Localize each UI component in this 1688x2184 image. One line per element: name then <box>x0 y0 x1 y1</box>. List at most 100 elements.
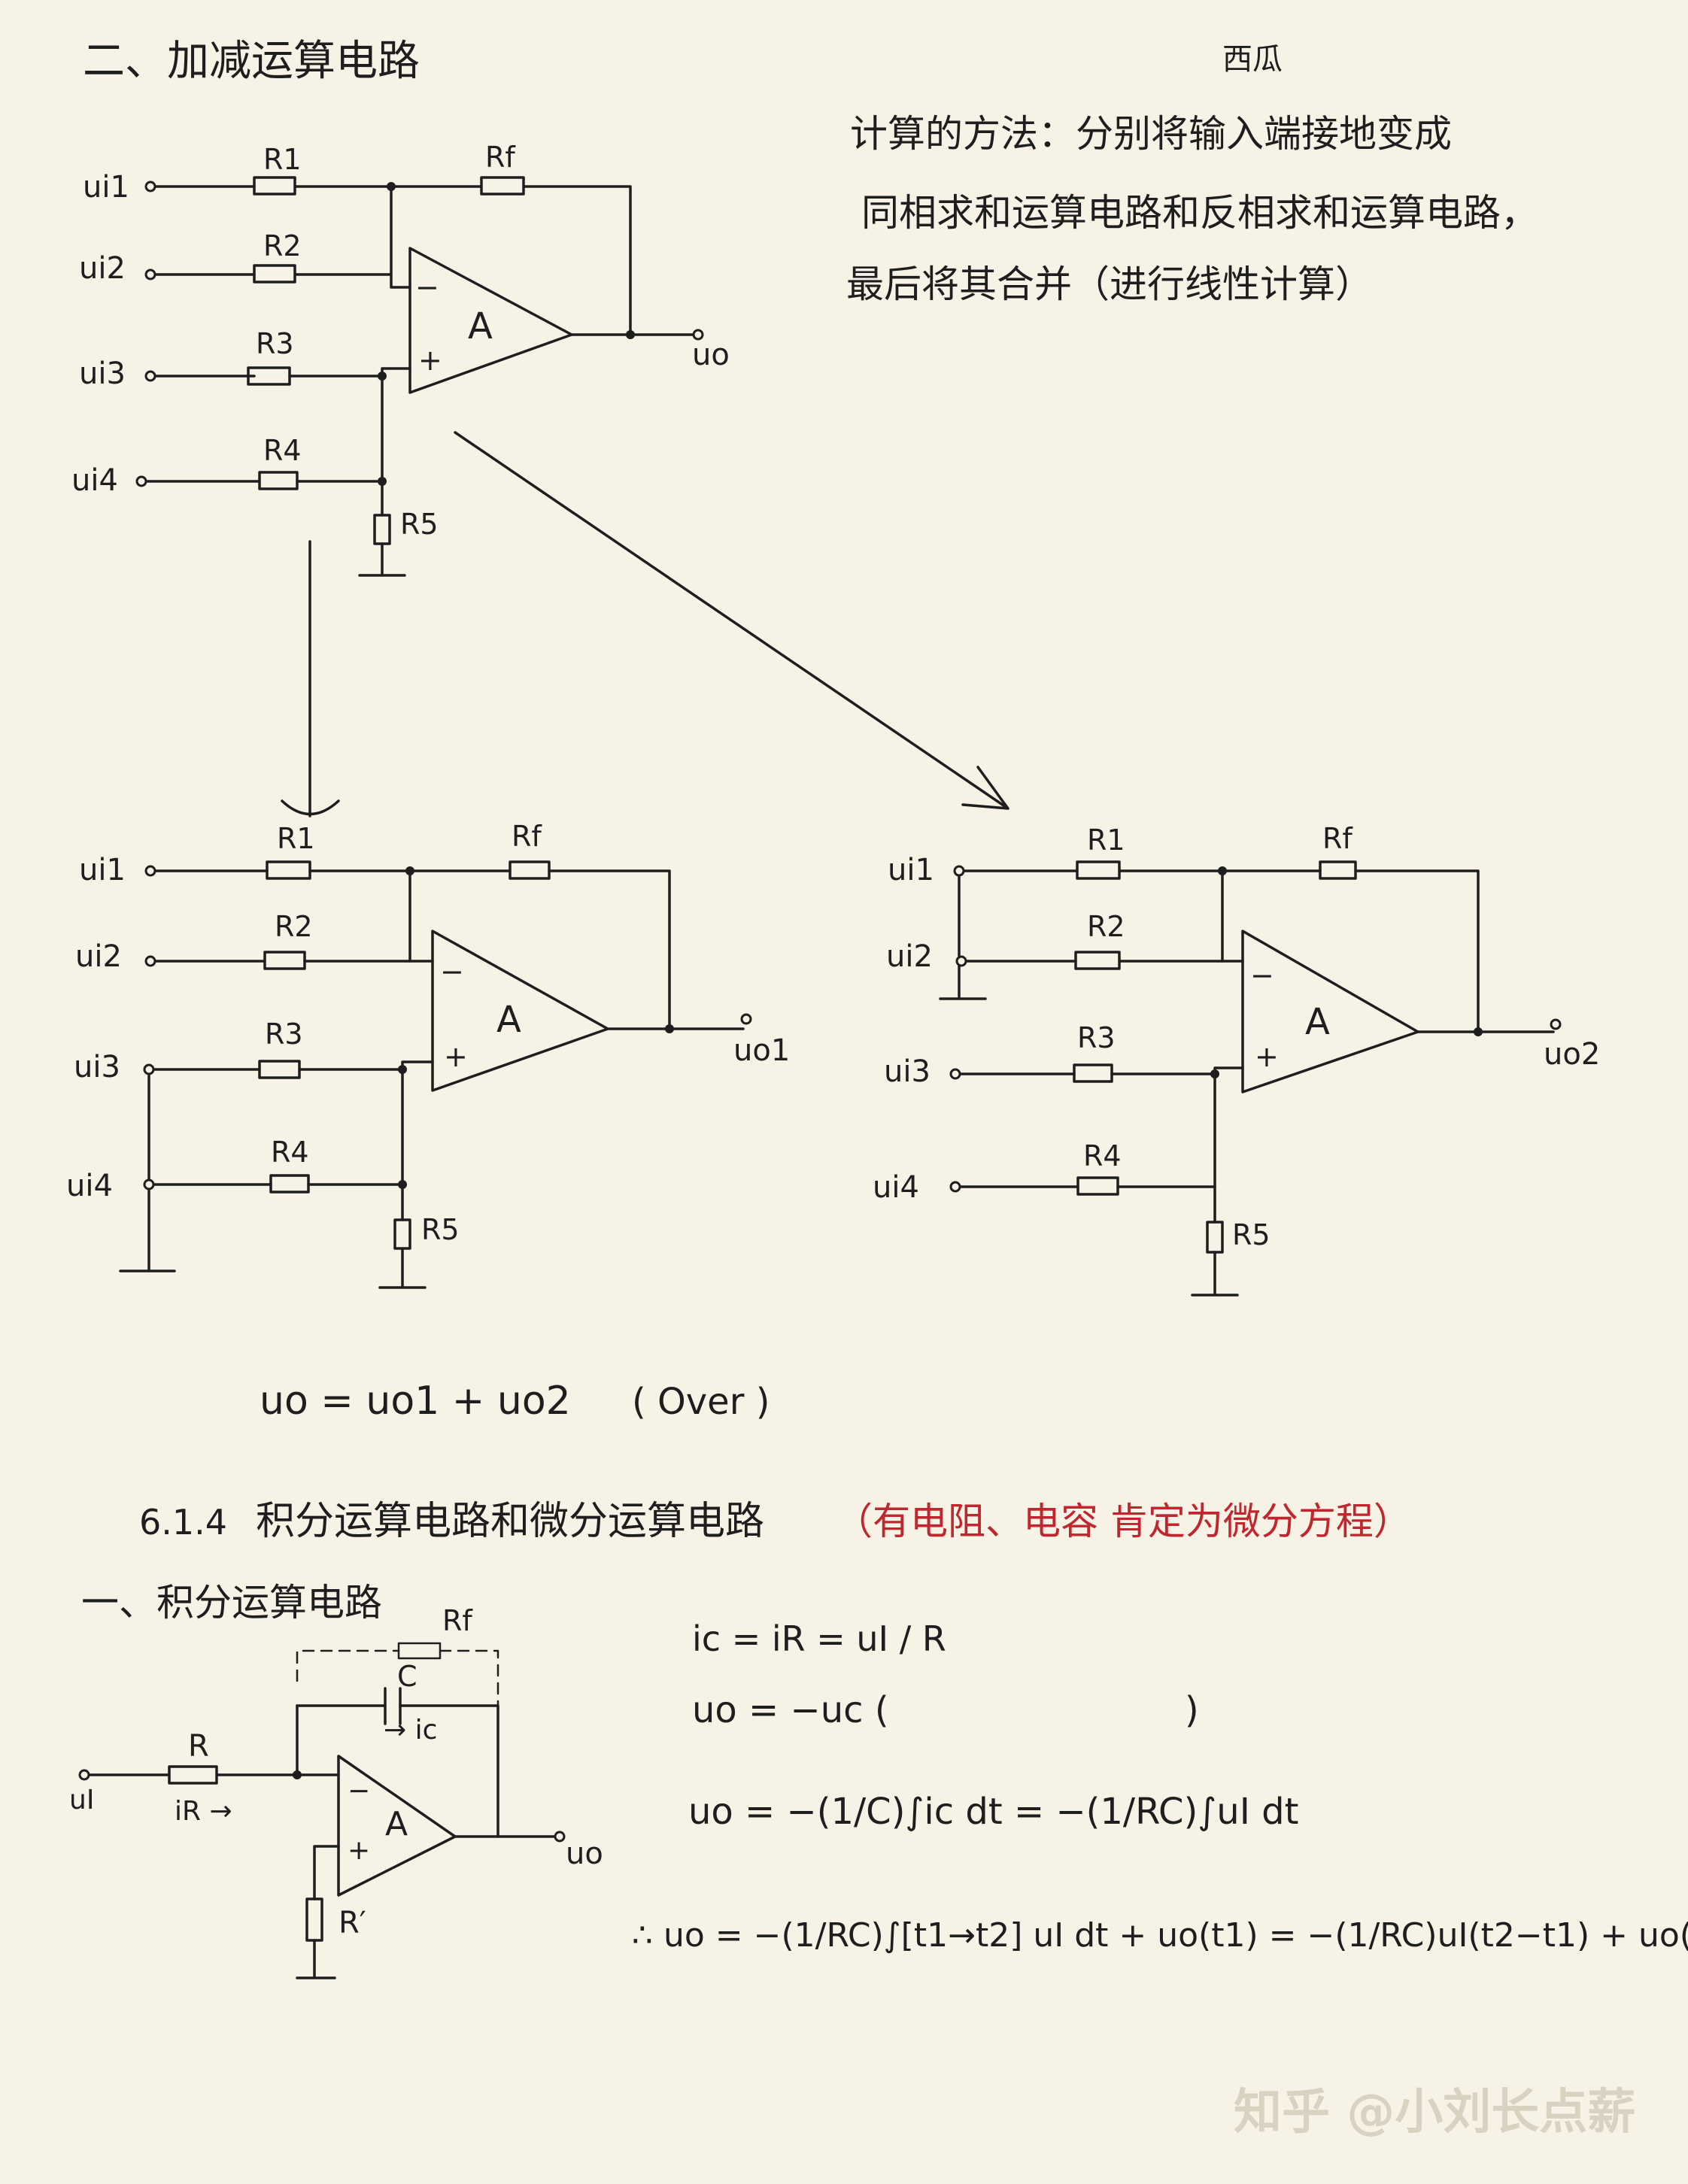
ui1-terminal <box>144 180 156 193</box>
section-614-note: （有电阻、电容 肯定为微分方程） <box>835 1500 1411 1543</box>
label-amp-2: A <box>496 999 521 1041</box>
circuit-noninverting: ui1 ui2 ui3 ui4 R1 R2 R3 R4 R5 Rf A − + … <box>873 822 1600 1297</box>
label-r2-3: R2 <box>1087 910 1125 943</box>
circuit-inverting: ui1 ui2 ui3 ui4 R1 R2 R3 R4 R5 Rf A − + … <box>66 820 790 1289</box>
equation-4: ∴ uo = −(1/RC)∫[t1→t2] uI dt + uo(t1) = … <box>632 1916 1688 1955</box>
int-label-rprime: R′ <box>339 1906 366 1940</box>
int-label-a: A <box>385 1805 408 1843</box>
uo-terminal <box>692 329 704 341</box>
label-minus: − <box>415 271 439 304</box>
label-rf-3: Rf <box>1322 822 1353 855</box>
label-plus: + <box>418 344 442 377</box>
r4-resistor-2 <box>269 1174 310 1194</box>
author-mark: 西瓜 <box>1222 42 1283 77</box>
label-r3-2: R3 <box>265 1018 303 1051</box>
label-r1-2: R1 <box>277 822 315 855</box>
label-r2: R2 <box>263 229 302 262</box>
method-line-1: 计算的方法：分别将输入端接地变成 <box>850 112 1452 156</box>
r5-resistor <box>373 514 391 545</box>
transition-arrows <box>281 431 1009 817</box>
label-r5-2: R5 <box>421 1213 460 1246</box>
label-r5: R5 <box>400 508 439 541</box>
capacitor-c <box>384 1687 402 1725</box>
label-amp: A <box>468 305 493 347</box>
section-614-number: 6.1.4 <box>139 1502 227 1542</box>
label-r3-3: R3 <box>1077 1021 1116 1054</box>
label-plus-3: + <box>1255 1040 1279 1073</box>
label-uo2: uo2 <box>1544 1037 1600 1072</box>
label-ui1-2: ui1 <box>79 853 126 887</box>
equation-3: uo = −(1/C)∫ic dt = −(1/RC)∫uI dt <box>688 1791 1298 1833</box>
label-plus-2: + <box>444 1040 468 1073</box>
label-r5-3: R5 <box>1232 1218 1271 1251</box>
r3-resistor <box>247 366 291 386</box>
r4-resistor <box>258 471 299 490</box>
r3-resistor-3 <box>1073 1063 1113 1083</box>
r2-resistor-2 <box>263 951 306 970</box>
sum-formula: uo = uo1 + uo2 <box>260 1379 571 1424</box>
equation-2: uo = −uc ( <box>692 1689 889 1731</box>
label-r4: R4 <box>263 434 302 467</box>
section-614-title: 积分运算电路和微分运算电路 <box>256 1499 764 1544</box>
r1-resistor <box>253 176 296 196</box>
r2-resistor-3 <box>1074 951 1121 970</box>
r1-resistor-3 <box>1076 860 1121 880</box>
label-ui3-3: ui3 <box>884 1054 931 1089</box>
r5-resistor-2 <box>393 1218 411 1250</box>
label-uo: uo <box>692 338 730 372</box>
int-label-minus: − <box>348 1776 370 1806</box>
label-ui1: ui1 <box>83 170 129 205</box>
int-label-plus: + <box>348 1835 370 1866</box>
label-ui4-3: ui4 <box>873 1170 919 1205</box>
rf-dashed-resistor <box>397 1642 442 1660</box>
ui3-terminal <box>144 370 156 382</box>
int-label-uo: uo <box>566 1837 603 1871</box>
integrator-subtitle: 一、积分运算电路 <box>81 1581 382 1624</box>
label-ui3: ui3 <box>79 356 126 391</box>
r5-resistor-3 <box>1206 1221 1224 1254</box>
label-ui1-3: ui1 <box>888 853 934 887</box>
label-r4-3: R4 <box>1083 1139 1122 1172</box>
r4-resistor-3 <box>1076 1176 1119 1196</box>
rf-resistor <box>480 176 525 196</box>
label-uo1: uo1 <box>733 1033 790 1068</box>
label-r1-3: R1 <box>1087 824 1125 857</box>
label-ui2-3: ui2 <box>886 939 933 974</box>
r3-resistor-2 <box>258 1060 301 1079</box>
label-r3: R3 <box>256 327 294 360</box>
equation-2-close: ) <box>1185 1689 1199 1731</box>
method-line-2: 同相求和运算电路和反相求和运算电路， <box>861 191 1538 235</box>
label-r4-2: R4 <box>271 1136 309 1169</box>
rf-resistor-3 <box>1319 860 1357 880</box>
method-line-3: 最后将其合并（进行线性计算） <box>846 262 1373 306</box>
ui4-terminal <box>135 475 147 487</box>
label-ui2: ui2 <box>79 251 126 286</box>
section-title: 二、加减运算电路 <box>83 37 420 86</box>
int-label-ic: → ic <box>384 1715 437 1746</box>
label-ui3-2: ui3 <box>74 1050 120 1084</box>
label-ui4-2: ui4 <box>66 1169 113 1203</box>
int-label-c: C <box>397 1660 417 1693</box>
label-ui2-2: ui2 <box>75 939 122 974</box>
r2-resistor <box>253 264 296 284</box>
ui2-terminal <box>144 268 156 281</box>
int-label-rf: Rf <box>442 1604 473 1637</box>
equation-1: ic = iR = uI / R <box>692 1618 946 1659</box>
circuit-main: ui1 ui2 ui3 ui4 R1 R2 R3 R4 R5 Rf A − + … <box>71 141 730 577</box>
label-rf: Rf <box>485 141 516 174</box>
int-label-r: R <box>188 1729 209 1764</box>
label-amp-3: A <box>1305 1001 1330 1043</box>
sum-note: ( Over ) <box>632 1381 770 1423</box>
label-r2-2: R2 <box>275 910 313 943</box>
label-minus-3: − <box>1250 959 1274 992</box>
rf-resistor-2 <box>509 860 551 880</box>
r-resistor <box>168 1765 218 1785</box>
int-label-ir: iR → <box>175 1796 232 1827</box>
r1-resistor-2 <box>266 860 311 880</box>
label-rf-2: Rf <box>512 820 542 853</box>
int-label-ui: uI <box>69 1785 94 1815</box>
label-minus-2: − <box>440 955 464 988</box>
integrator-circuit: Rf C → ic R iR → uI A − + R′ uo <box>69 1604 603 1979</box>
